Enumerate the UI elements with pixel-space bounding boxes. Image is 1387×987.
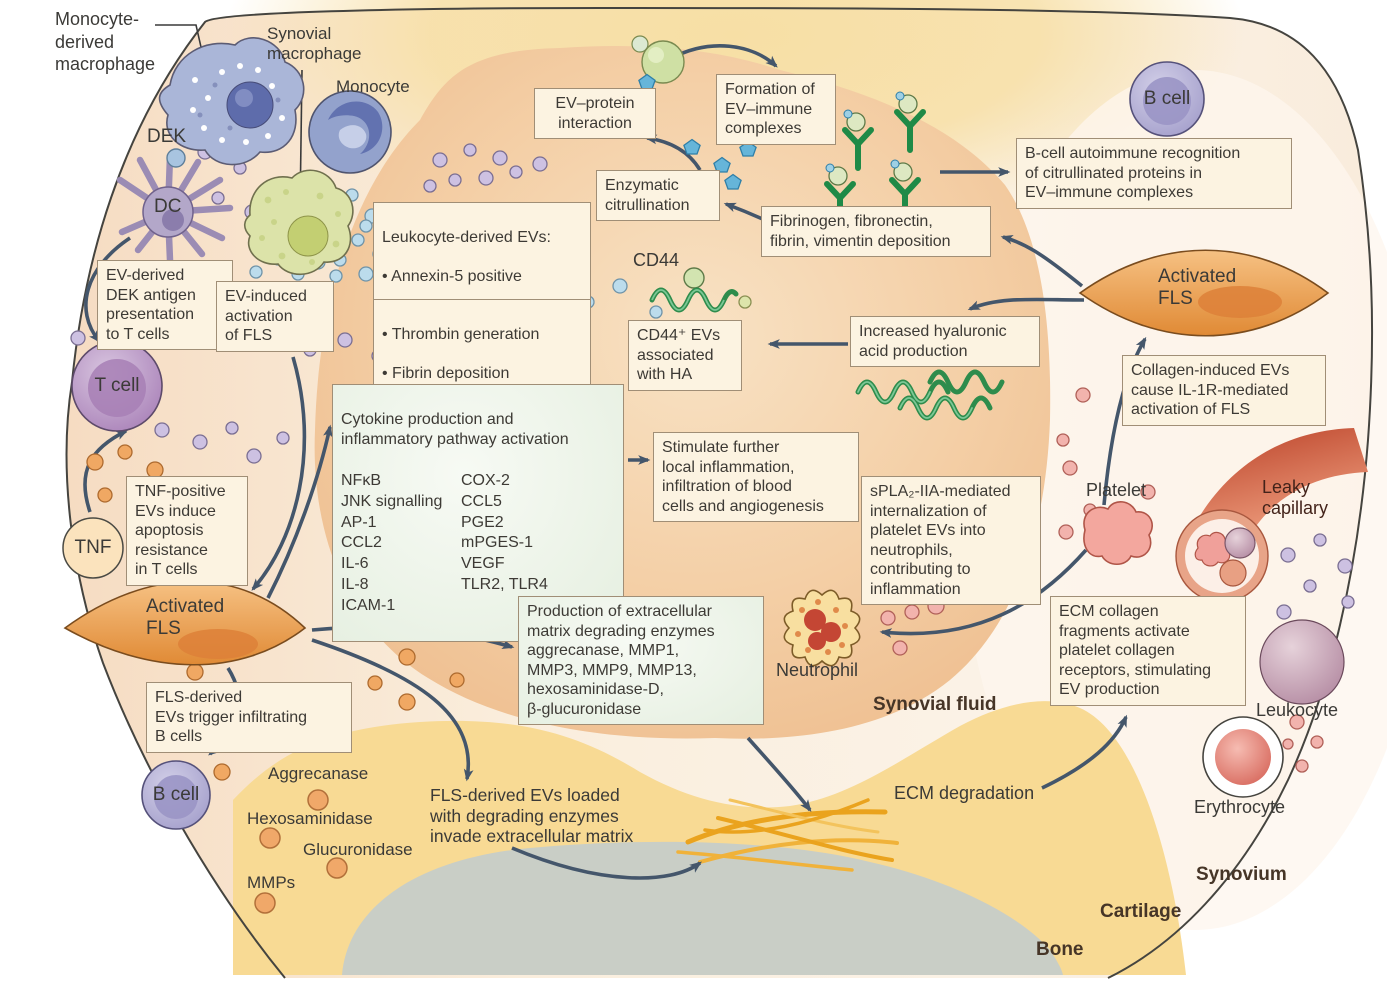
activated-fls-right-label: Activated FLS [1158,266,1237,310]
ev-dek-box: EV-derived DEK antigen presentation to T… [97,260,233,351]
leaky-capillary-vessel [1175,428,1368,603]
bcell-autoimmune-box: B-cell autoimmune recognition of citrull… [1016,138,1292,209]
production-box: Production of extracellular matrix degra… [518,596,764,726]
b-cell-left-label: B cell [152,783,200,805]
synovium-label: Synovium [1196,864,1287,885]
b-cell-top-label: B cell [1143,87,1191,109]
fls-trigger-box: FLS-derived EVs trigger infiltrating B c… [146,682,352,753]
ev-induced-box: EV-induced activation of FLS [216,281,334,352]
dek-particle [166,148,186,168]
leukocyte-evs-title: Leukocyte-derived EVs: [382,228,551,246]
monocyte-cell [308,90,392,174]
ecm-degradation-label: ECM degradation [894,783,1035,803]
tnf-particle [62,517,124,579]
ecm-collagen-box: ECM collagen fragments activate platelet… [1050,596,1246,706]
enzyme-dots [254,789,348,914]
neutrophil-label: Neutrophil [776,660,859,680]
cd44-label: CD44 [633,250,680,270]
stimulate-box: Stimulate further local inflammation, in… [653,432,859,523]
activated-fls-right-cell [1078,249,1330,337]
cytokine-title: Cytokine production and inflammatory pat… [341,410,569,448]
leukocyte-cell [1259,619,1345,705]
ev-dots-pink [880,387,1324,773]
dendritic-cell [116,152,234,264]
tnf-positive-box: TNF-positive EVs induce apoptosis resist… [126,476,248,586]
hyaluronic-acid-strands [855,369,1005,421]
monocyte-derived-macrophage-label: Monocyte- derived macrophage [55,9,156,74]
b-cell-left-body [141,760,211,830]
ev-protein-interaction-icon [631,35,685,90]
joint-outline [65,6,1374,979]
collagen-induced-box: Collagen-induced EVs cause IL-1R-mediate… [1122,355,1326,426]
thrombin-bullet: • Fibrin deposition [382,364,510,382]
erythrocyte-cell [1202,716,1284,798]
t-cell-label: T cell [94,374,140,396]
enzymatic-box: Enzymatic citrullination [596,170,720,222]
neutrophil-cell [783,589,861,667]
tnf-label: TNF [74,536,112,558]
cartilage-label: Cartilage [1100,901,1182,922]
synovial-macrophage-cell [243,169,354,276]
leukocyte-evs-bullet: • Annexin-5 positive [382,267,522,285]
bone-label: Bone [1036,939,1084,960]
spla2-box: sPLA₂-IIA-mediated internalization of pl… [861,476,1041,606]
mmps-label: MMPs [247,873,296,892]
b-cell-top-body [1129,61,1205,137]
bone-region [342,841,1063,975]
antibody-immune-complexes [824,91,926,225]
aggrecanase-label: Aggrecanase [268,764,369,783]
formation-box: Formation of EV–immune complexes [716,74,836,145]
activated-fls-left-label: Activated FLS [146,596,225,640]
dc-label: DC [154,196,182,217]
erythrocyte-label: Erythrocyte [1194,797,1286,817]
leaky-capillary-label: Leaky capillary [1262,477,1329,519]
platelet-label: Platelet [1086,480,1147,500]
cd44-ha-icon [649,267,739,313]
hexosaminidase-label: Hexosaminidase [247,809,373,828]
leukocyte-label: Leukocyte [1256,700,1339,720]
dek-label: DEK [147,126,187,147]
synovial-fluid-label: Synovial fluid [873,694,997,715]
increased-ha-box: Increased hyaluronic acid production [850,316,1040,368]
fibrinogen-box: Fibrinogen, fibronectin, fibrin, vimenti… [761,206,991,258]
t-cell-body [71,340,163,432]
activated-fls-left-cell [63,580,307,666]
platelet-cell [1083,501,1153,566]
cytokine-column-2: COX-2 CCL5 PGE2 mPGES-1 VEGF TLR2, TLR4 [461,472,548,594]
monocyte-derived-macrophage-cell [158,37,305,166]
glucuronidase-label: Glucuronidase [303,840,413,859]
cytokine-column-1: NFκB JNK signalling AP-1 CCL2 IL-6 IL-8 … [341,472,443,614]
fls-loaded-text: FLS-derived EVs loaded with degrading en… [430,785,634,847]
monocyte-label: Monocyte [336,77,410,96]
ev-protein-box: EV–protein interaction [534,88,656,140]
thrombin-bullet: • Thrombin generation [382,325,540,343]
ecm-fibers [676,798,899,872]
cd44-evs-box: CD44⁺ EVs associated with HA [628,320,742,391]
synovial-macrophage-label: Synovial macrophage [267,24,362,64]
